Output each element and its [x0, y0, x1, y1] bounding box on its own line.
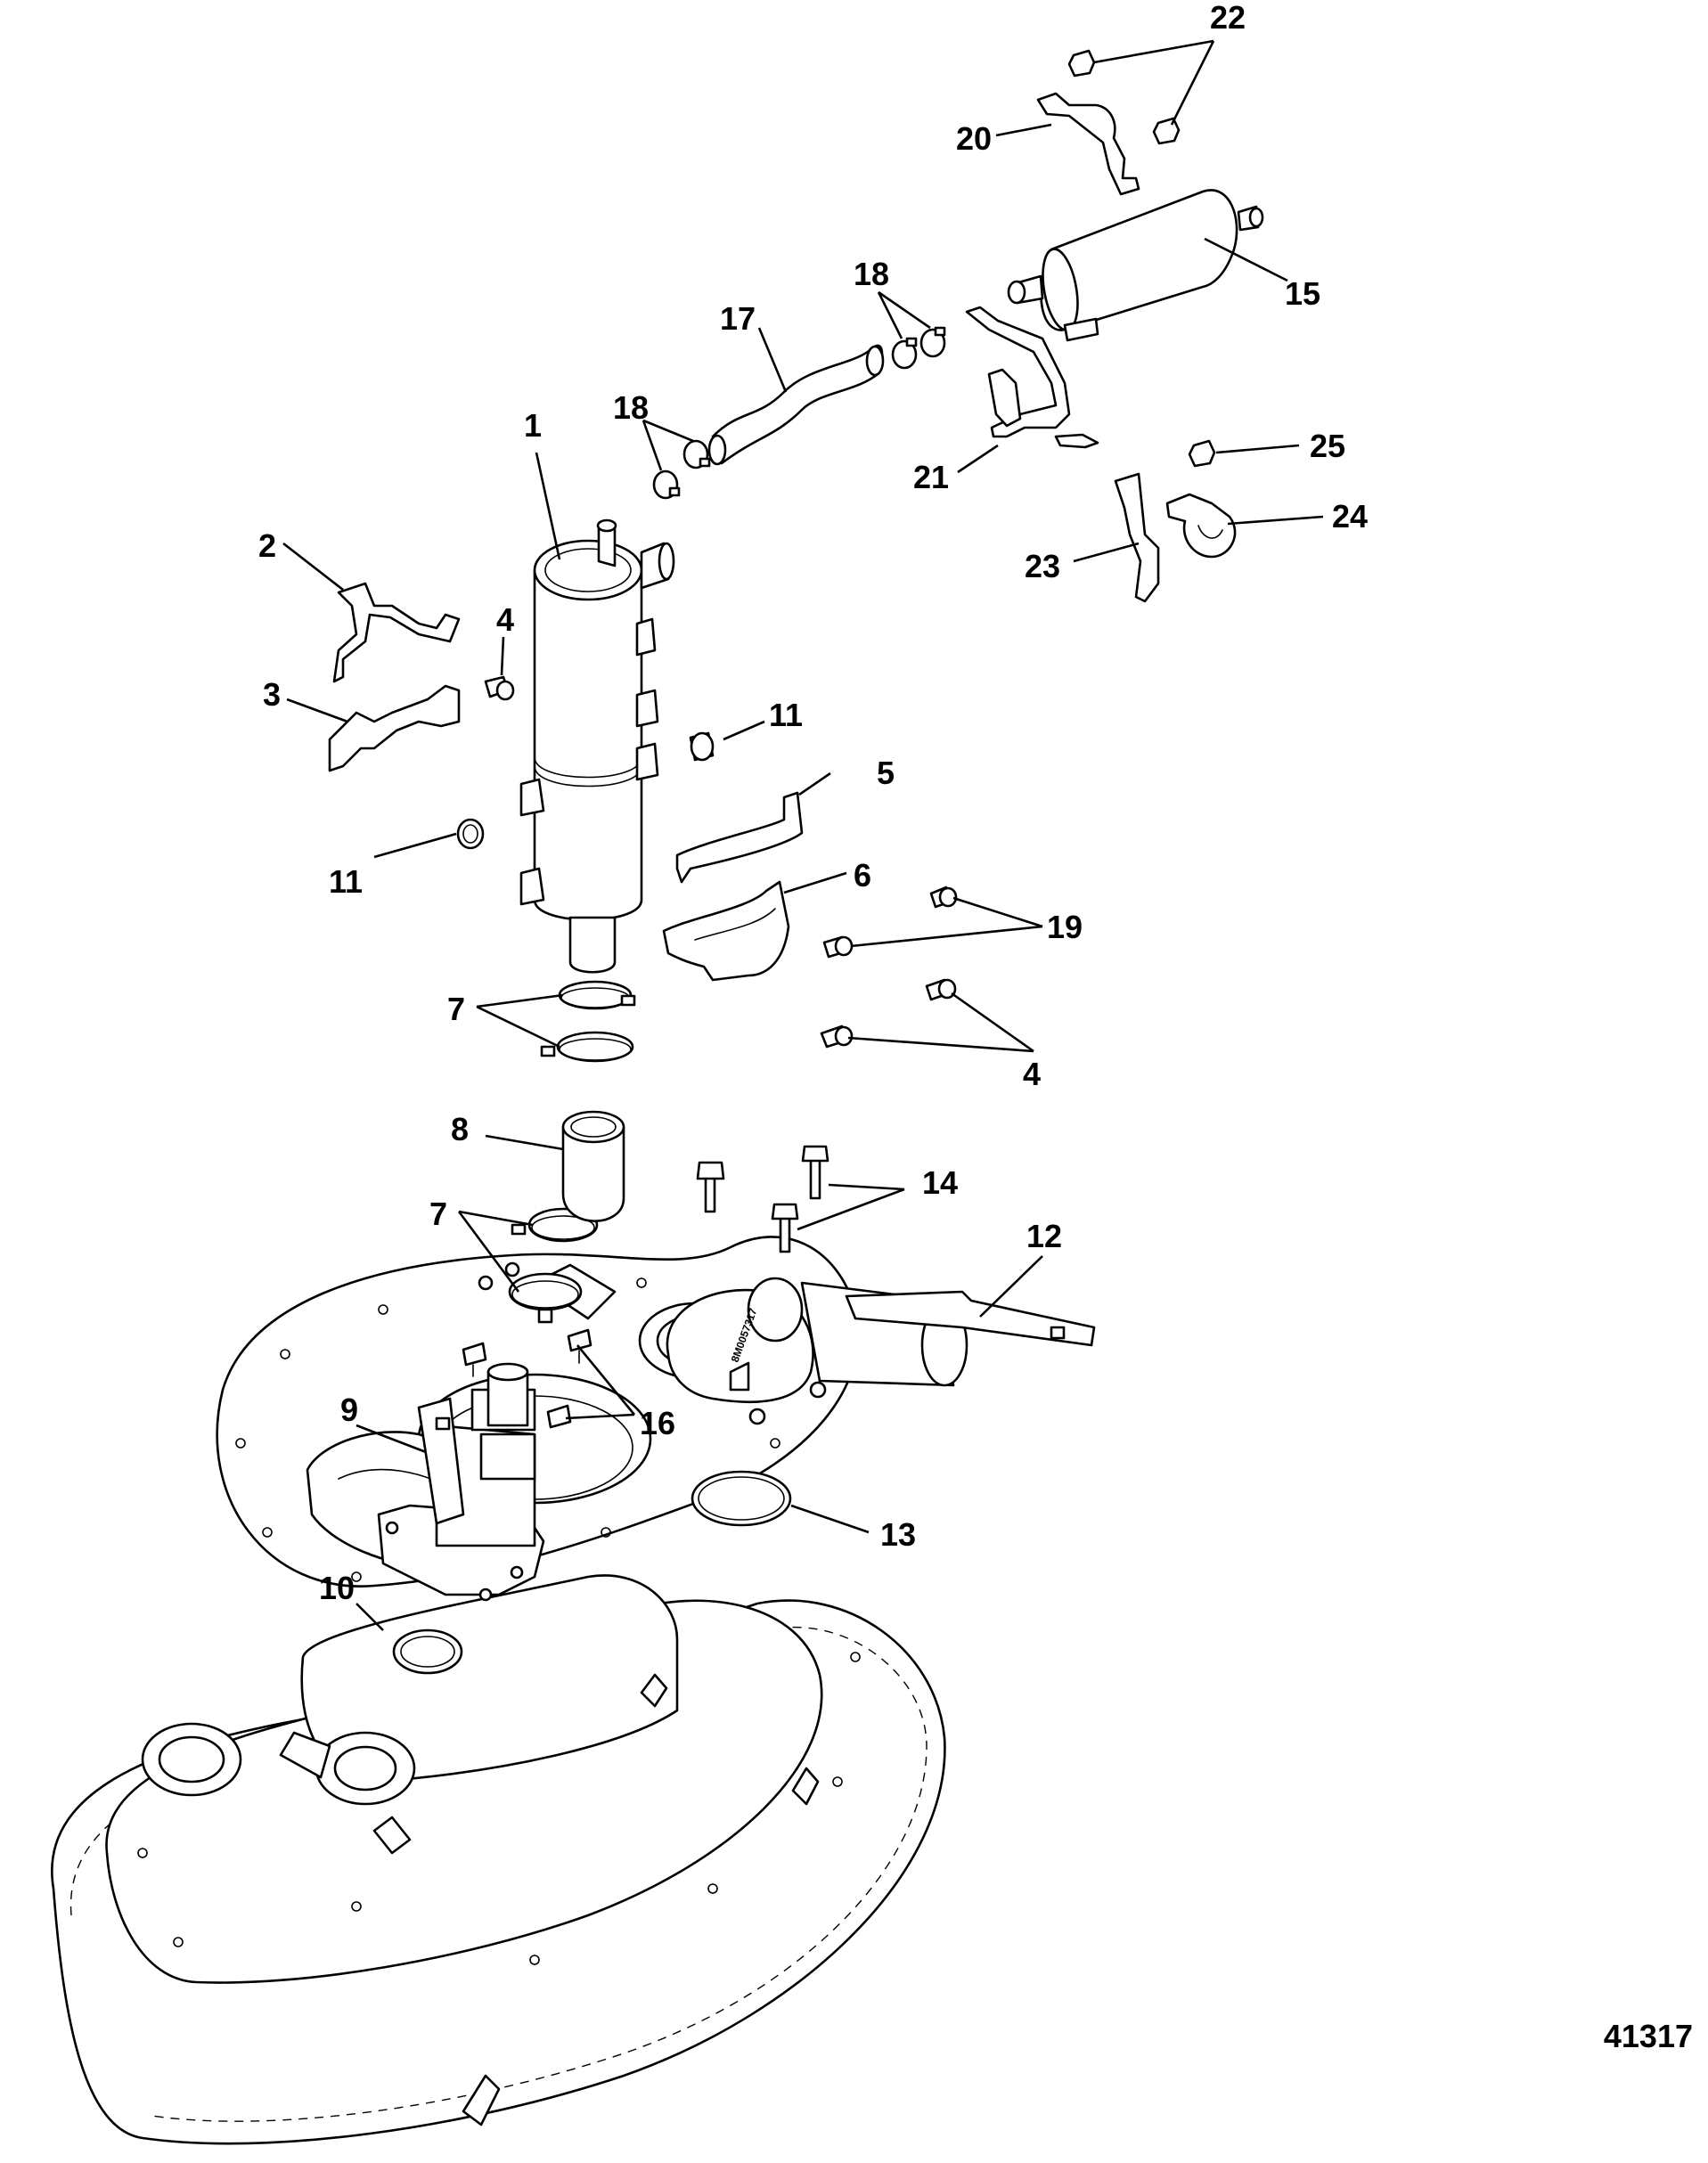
part-25-nut [1188, 439, 1216, 468]
part-10-o-ring [392, 1628, 463, 1675]
part-9-fitting [377, 1362, 545, 1602]
callout-19: 19 [1047, 909, 1083, 945]
callout-labels: 1 2 3 4 4 5 6 7 7 8 9 10 11 11 12 13 14 … [258, 0, 1368, 1606]
part-7-hose-clamp-lower-2 [508, 1272, 583, 1324]
drawing-number: 41317 [1604, 2018, 1693, 2054]
part-16-nuts [462, 1328, 592, 1429]
callout-18-left: 18 [613, 389, 649, 426]
callout-18-right: 18 [854, 256, 889, 292]
callout-6: 6 [854, 857, 871, 894]
callout-20: 20 [956, 120, 992, 157]
part-14-bolts [696, 1145, 829, 1253]
part-4-screw-right-b [820, 1024, 854, 1049]
callout-21: 21 [913, 459, 949, 495]
part-11-plug-right [689, 731, 715, 762]
callout-7-lower: 7 [429, 1196, 447, 1232]
callout-24: 24 [1332, 498, 1368, 535]
part-11-plug-left [456, 818, 485, 850]
callout-3: 3 [263, 676, 281, 713]
part-19-screws [822, 886, 958, 959]
callout-16: 16 [640, 1405, 675, 1441]
callout-25: 25 [1310, 428, 1345, 464]
part-4-screw-upper [484, 675, 515, 701]
part-15-filter-canister [1007, 189, 1264, 342]
callout-22: 22 [1210, 0, 1246, 36]
callout-11-right: 11 [769, 697, 803, 733]
callout-2: 2 [258, 527, 276, 564]
part-18-small-clamps-left [652, 439, 711, 500]
part-5-clamp [675, 791, 804, 884]
part-12-valve-assembly: 8M0057317 [666, 1277, 1096, 1425]
part-3-bracket [328, 684, 461, 772]
part-17-hose [707, 344, 885, 466]
part-21-bracket [965, 306, 1099, 449]
part-20-bracket [1036, 92, 1140, 196]
callout-4-lower: 4 [1023, 1056, 1041, 1092]
callout-12: 12 [1026, 1218, 1062, 1254]
leader-lines [282, 39, 1324, 1631]
callout-15: 15 [1285, 275, 1320, 312]
callout-14: 14 [922, 1164, 958, 1201]
part-18-small-clamps-right [891, 326, 946, 370]
part-2-bracket [332, 582, 461, 683]
part-23-bracket [1114, 472, 1160, 603]
part-7-hose-clamp-upper-2 [540, 1031, 634, 1063]
callout-10: 10 [319, 1570, 355, 1606]
part-13-o-ring [691, 1470, 792, 1527]
callout-11-left: 11 [329, 863, 363, 900]
callout-8: 8 [451, 1111, 469, 1147]
part-8-elbow-hose [561, 1110, 625, 1222]
callout-1: 1 [524, 407, 542, 444]
part-1-cooler-cylinder [519, 518, 675, 974]
callout-17: 17 [720, 300, 756, 337]
callout-9: 9 [340, 1392, 358, 1428]
callout-5: 5 [877, 755, 895, 791]
callout-4-upper: 4 [496, 601, 514, 638]
callout-13: 13 [880, 1516, 916, 1553]
callout-7-upper: 7 [447, 991, 465, 1027]
part-6-clamp [662, 880, 790, 982]
part-7-hose-clamp-upper-1 [558, 980, 636, 1010]
part-4-screw-right-a [925, 978, 957, 1001]
part-24-p-clip [1165, 493, 1237, 559]
callout-23: 23 [1025, 548, 1060, 584]
